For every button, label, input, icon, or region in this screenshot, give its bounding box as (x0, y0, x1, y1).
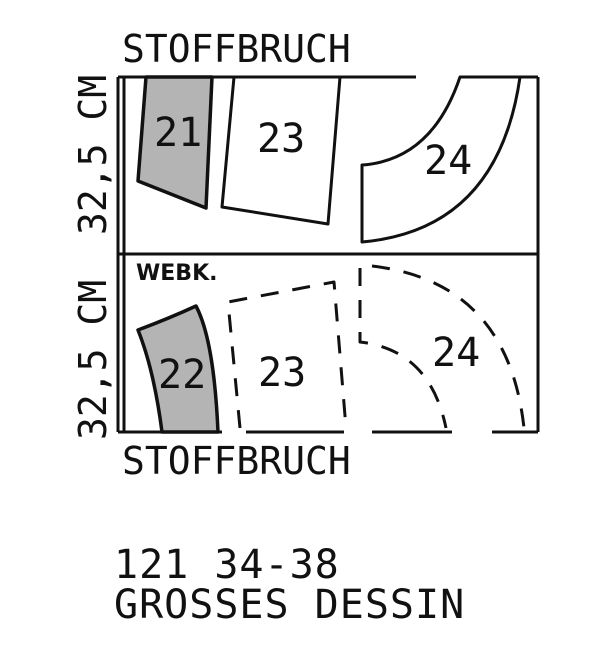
pattern-piece-23-bottom: 23 (226, 280, 348, 429)
selvage-label: WEBK. (136, 261, 217, 286)
piece-23-top-label: 23 (257, 116, 305, 162)
piece-23-bottom-label: 23 (258, 350, 306, 396)
pattern-piece-24-bottom: 24 (358, 264, 526, 429)
pattern-piece-21: 21 (136, 75, 214, 210)
pattern-number: 121 34-38 (114, 542, 340, 588)
pattern-piece-23-top: 23 (220, 75, 342, 226)
side-measure-lower: 32,5 CM (71, 280, 115, 440)
pattern-piece-24-top: 24 (360, 75, 522, 244)
fold-label-bottom: STOFFBRUCH (122, 439, 351, 483)
piece-21-label: 21 (154, 110, 202, 156)
pattern-description: GROSSES DESSIN (114, 582, 465, 628)
pattern-piece-22: 22 (136, 304, 220, 434)
piece-24-bottom-label: 24 (432, 330, 480, 376)
fold-label-top: STOFFBRUCH (122, 27, 351, 71)
side-measure-upper: 32,5 CM (71, 75, 115, 235)
piece-24-top-label: 24 (424, 138, 472, 184)
piece-22-label: 22 (158, 352, 206, 398)
